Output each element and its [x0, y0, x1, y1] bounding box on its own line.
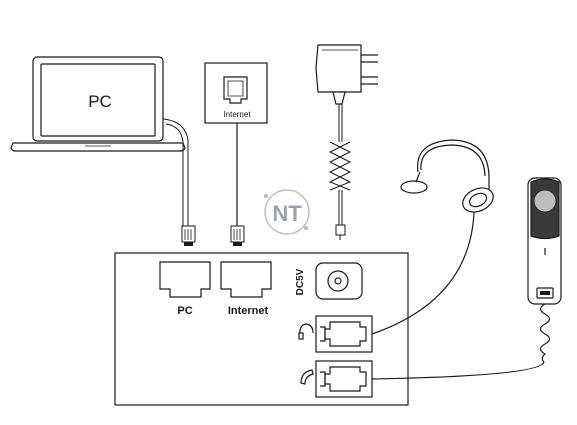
power-cable	[328, 104, 352, 240]
laptop-lid	[32, 56, 164, 142]
headset-port-icon	[298, 323, 314, 340]
power-adapter	[315, 44, 378, 105]
internet-cable-rj45-plug	[230, 225, 245, 246]
power-port-label: DC5V	[295, 268, 306, 295]
power-port	[315, 262, 363, 300]
internet-port-label: Internet	[228, 305, 269, 317]
laptop-base	[10, 142, 186, 152]
pc-port	[159, 261, 211, 298]
pc-cable-rj45-plug	[181, 225, 196, 246]
nt-watermark-text: NT	[272, 201, 302, 226]
nt-watermark-logo	[263, 189, 310, 235]
phone-back-panel	[114, 252, 409, 406]
handset	[527, 177, 562, 305]
handset-cord	[371, 361, 545, 380]
handset-port-icon	[300, 369, 314, 385]
laptop-label: PC	[88, 92, 112, 111]
laptop-screen	[40, 63, 156, 137]
headset	[400, 139, 494, 213]
headset-cord	[371, 211, 475, 335]
laptop-cable	[162, 118, 189, 226]
laptop	[10, 56, 186, 152]
wall-jack-port-icon	[223, 76, 248, 104]
handset-coiled-cord	[539, 303, 551, 363]
pc-port-label: PC	[177, 305, 192, 317]
internet-port	[220, 261, 272, 298]
wall-jack	[204, 62, 268, 124]
wall-jack-label: Internet	[223, 110, 251, 119]
